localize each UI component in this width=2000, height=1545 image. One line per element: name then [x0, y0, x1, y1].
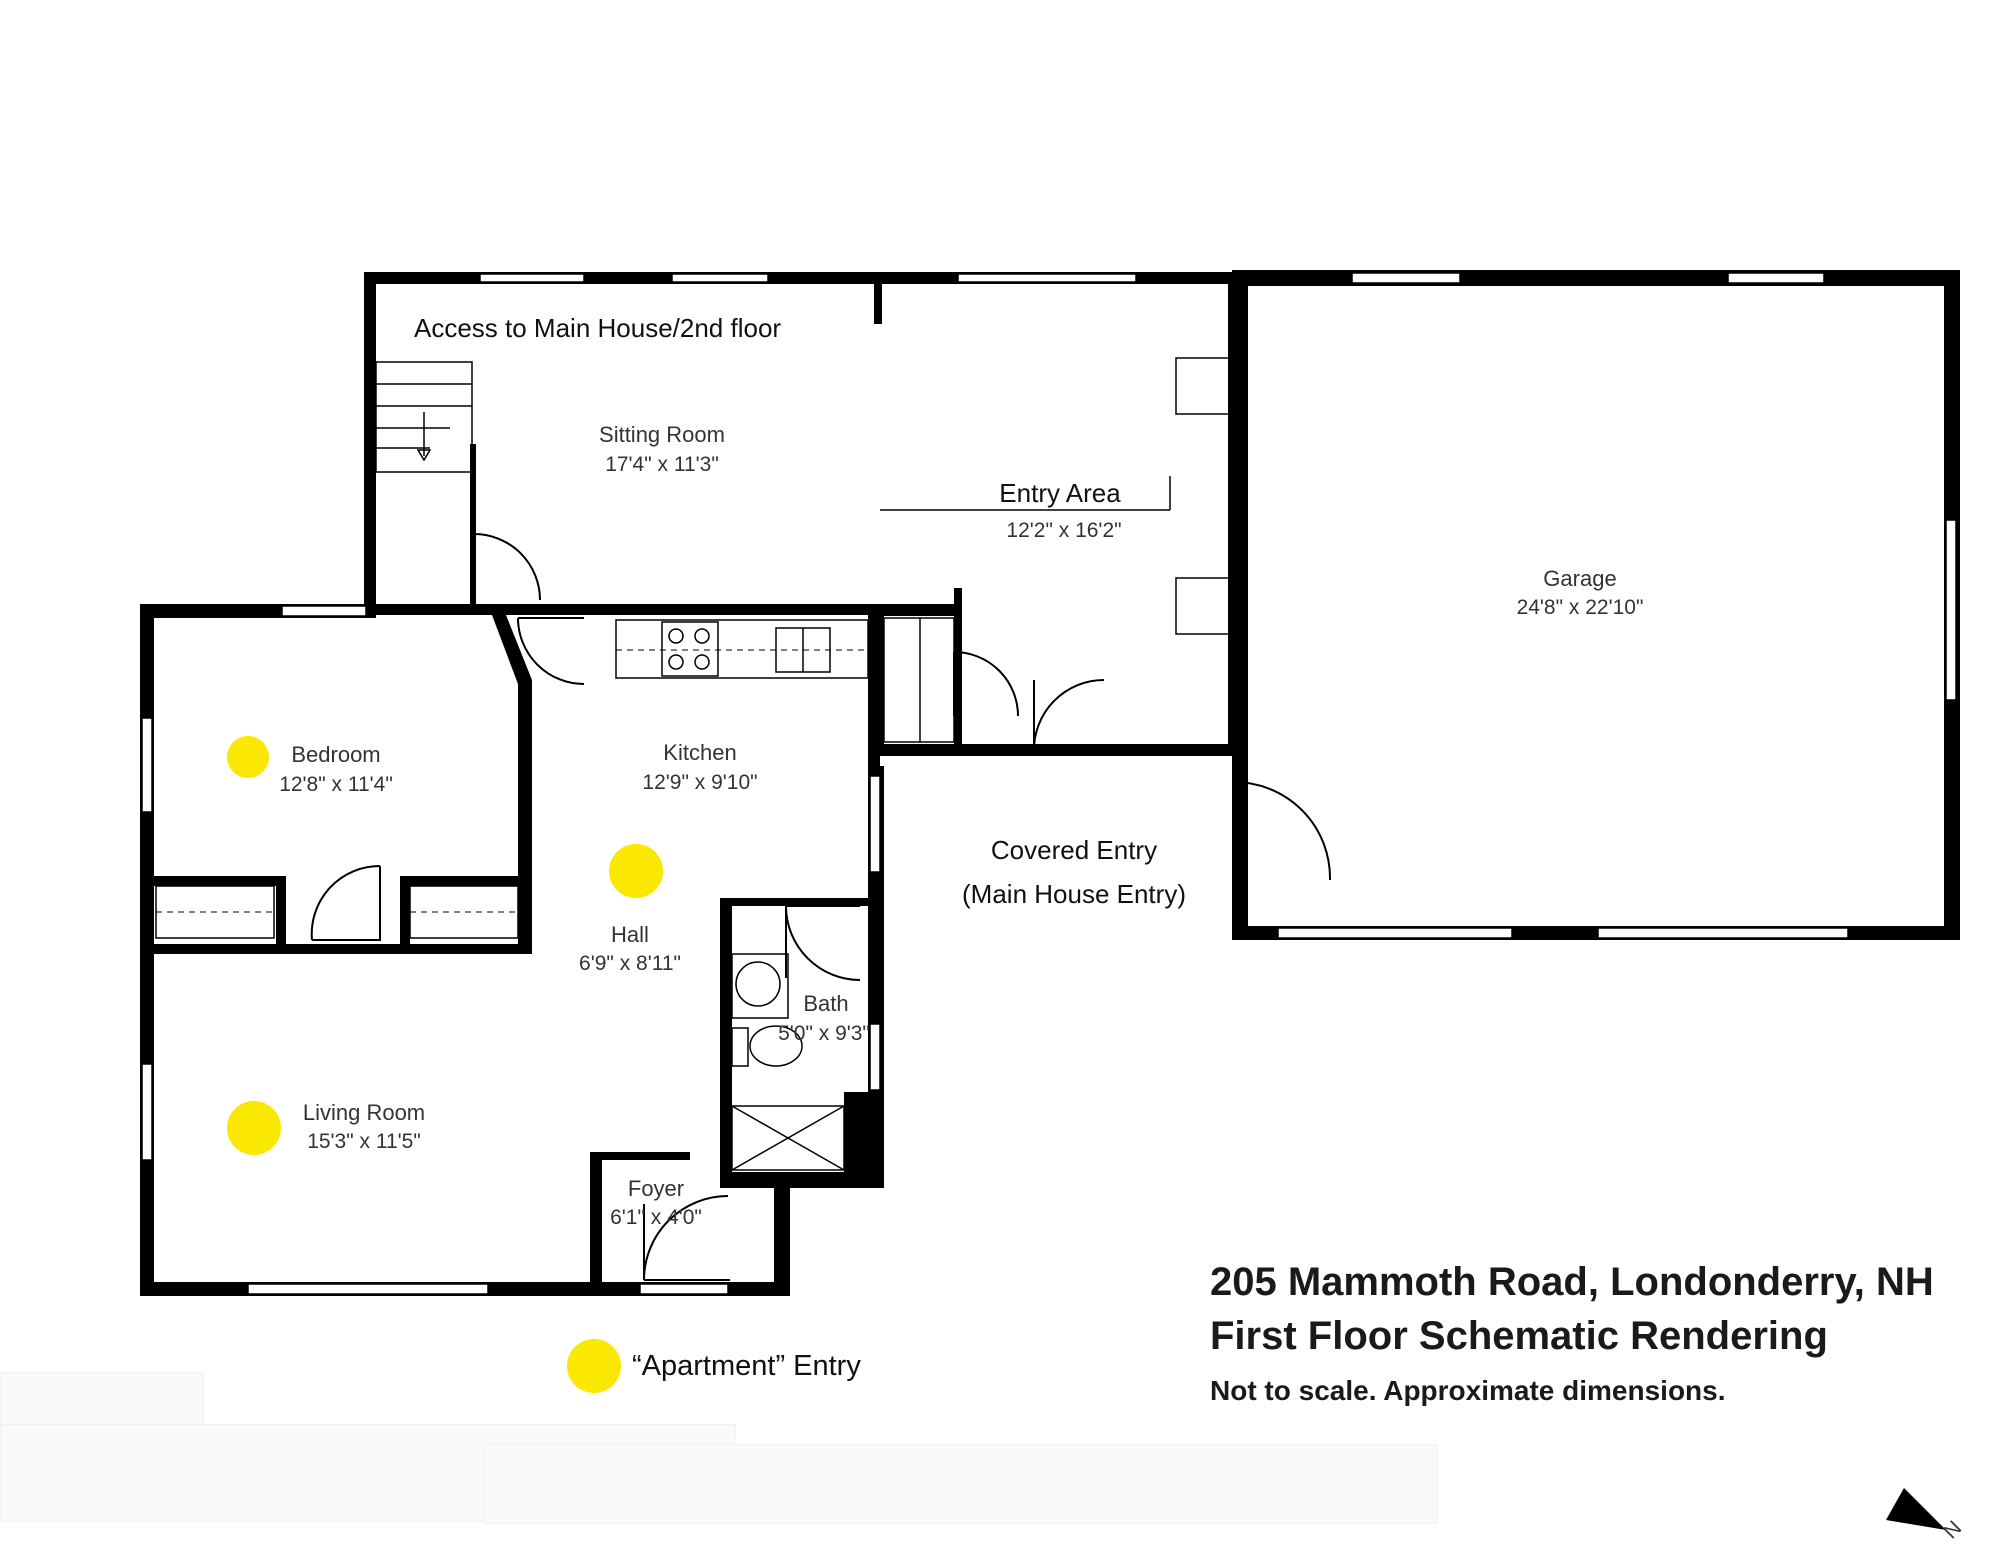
apartment-entry-markers — [227, 736, 663, 1393]
room-name-sitting-room: Sitting Room — [599, 422, 725, 447]
north-arrow-icon: N — [1886, 1488, 1966, 1544]
fixtures — [155, 357, 1231, 1171]
room-dims-hall: 6'9" x 8'11" — [579, 952, 681, 975]
title-block: 205 Mammoth Road, Londonderry, NH First … — [1210, 1255, 1970, 1407]
room-name-foyer: Foyer — [628, 1176, 684, 1201]
room-dims-kitchen: 12'9" x 9'10" — [642, 771, 757, 794]
room-dims-garage: 24'8" x 22'10" — [1517, 596, 1644, 619]
legend-marker-label: “Apartment” Entry — [632, 1350, 861, 1382]
ghost-panel — [0, 1372, 204, 1426]
room-name-kitchen: Kitchen — [663, 740, 736, 765]
entry-marker-living-room — [227, 1101, 281, 1155]
room-dims-bath: 5'0" x 9'3" — [778, 1022, 870, 1045]
room-dims-living-room: 15'3" x 11'5" — [307, 1130, 421, 1153]
room-dims-bedroom: 12'8" x 11'4" — [279, 773, 393, 796]
entry-marker-hall — [609, 844, 663, 898]
room-dims-entry-area: 12'2" x 16'2" — [1006, 519, 1121, 542]
property-address: 205 Mammoth Road, Londonderry, NH — [1210, 1260, 1934, 1304]
ghost-panel — [484, 1444, 1438, 1524]
room-name-bath: Bath — [803, 991, 848, 1016]
covered-entry-sublabel: (Main House Entry) — [962, 879, 1186, 909]
room-name-garage: Garage — [1543, 566, 1616, 591]
north-label: N — [1939, 1517, 1966, 1544]
legend-marker-swatch — [567, 1339, 621, 1393]
room-dims-sitting-room: 17'4" x 11'3" — [605, 453, 719, 476]
room-name-entry-area: Entry Area — [999, 478, 1121, 508]
room-name-bedroom: Bedroom — [291, 742, 380, 767]
scale-disclaimer: Not to scale. Approximate dimensions. — [1210, 1375, 1726, 1406]
covered-entry-label: Covered Entry — [991, 835, 1157, 865]
room-name-hall: Hall — [611, 922, 649, 947]
room-dims-foyer: 6'1" x 4'0" — [610, 1206, 702, 1229]
entry-marker-bedroom — [227, 736, 269, 778]
plan-notes: Access to Main House/2nd floor Covered E… — [414, 313, 1186, 909]
plan-subtitle: First Floor Schematic Rendering — [1210, 1314, 1828, 1358]
room-labels: Sitting Room 17'4" x 11'3" Entry Area 12… — [279, 422, 1643, 1229]
stairs-access-note: Access to Main House/2nd floor — [414, 313, 781, 343]
room-name-living-room: Living Room — [303, 1100, 425, 1125]
windows — [141, 272, 1957, 1295]
